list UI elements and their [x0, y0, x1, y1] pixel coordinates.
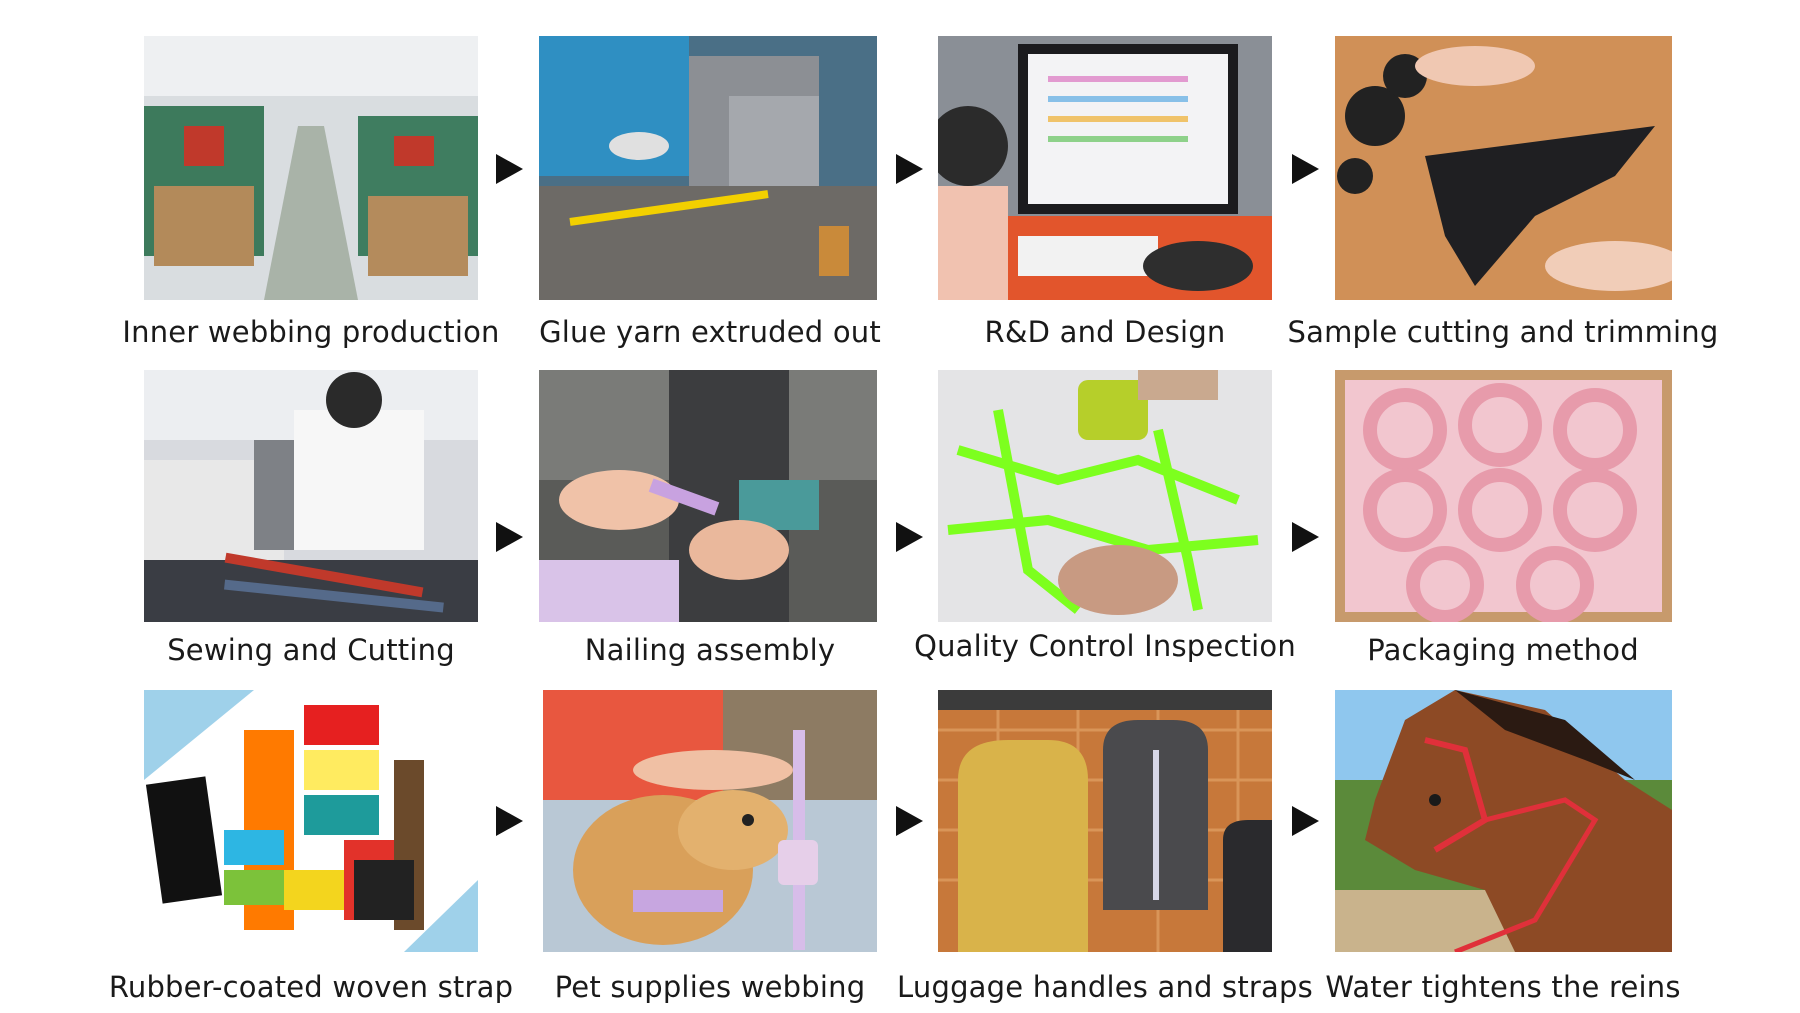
caption-inner-webbing-production: Inner webbing production: [122, 315, 500, 349]
photo-horse-reins: [1335, 690, 1672, 952]
right-triangle-arrow-icon: [1292, 806, 1319, 836]
right-triangle-arrow-icon: [896, 806, 923, 836]
photo-glue-yarn-extruded: [539, 36, 877, 300]
photo-rubber-coated-woven-strap: [144, 690, 478, 952]
caption-luggage-handles-straps: Luggage handles and straps: [897, 970, 1313, 1004]
right-triangle-arrow-icon: [1292, 154, 1319, 184]
photo-pet-supplies-webbing: [543, 690, 877, 952]
photo-quality-control-inspection: [938, 370, 1272, 622]
caption-glue-yarn-extruded: Glue yarn extruded out: [539, 315, 881, 349]
caption-rd-and-design: R&D and Design: [984, 315, 1226, 349]
caption-nailing-assembly: Nailing assembly: [584, 633, 836, 667]
right-triangle-arrow-icon: [1292, 522, 1319, 552]
photo-rd-and-design: [938, 36, 1272, 300]
right-triangle-arrow-icon: [496, 522, 523, 552]
right-triangle-arrow-icon: [496, 154, 523, 184]
photo-sample-cutting-trimming: [1335, 36, 1672, 300]
caption-sewing-and-cutting: Sewing and Cutting: [167, 633, 455, 667]
right-triangle-arrow-icon: [896, 154, 923, 184]
right-triangle-arrow-icon: [496, 806, 523, 836]
right-triangle-arrow-icon: [896, 522, 923, 552]
caption-rubber-coated-woven-strap: Rubber-coated woven strap: [108, 970, 514, 1004]
photo-sewing-and-cutting: [144, 370, 478, 622]
photo-packaging-method: [1335, 370, 1672, 622]
caption-quality-control-inspection: Quality Control Inspection: [914, 629, 1296, 663]
photo-inner-webbing-production: [144, 36, 478, 300]
caption-water-tightens-reins: Water tightens the reins: [1325, 970, 1681, 1004]
caption-packaging-method: Packaging method: [1367, 633, 1639, 667]
caption-pet-supplies-webbing: Pet supplies webbing: [554, 970, 866, 1004]
photo-nailing-assembly: [539, 370, 877, 622]
photo-luggage-handles-straps: [938, 690, 1272, 952]
caption-sample-cutting-trimming: Sample cutting and trimming: [1287, 315, 1719, 349]
